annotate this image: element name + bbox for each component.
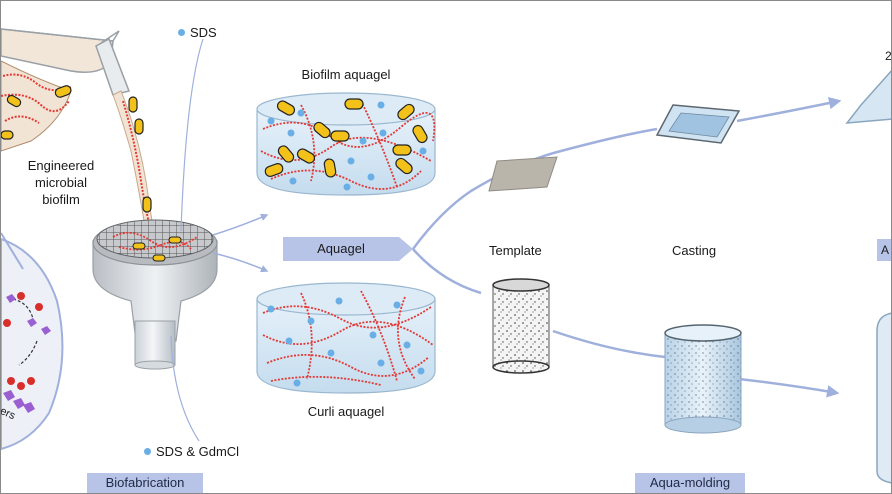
right-edge-tag-label: A (881, 243, 890, 257)
right-edge-top-label: 2 (885, 49, 892, 63)
sds-gdmcl-dot-icon (144, 448, 151, 455)
sds-dot-icon (178, 29, 185, 36)
right-edge-sheet (845, 70, 891, 124)
arrow-to-curli-aquagel (212, 252, 269, 273)
microbial-word: microbial (34, 175, 87, 190)
arrow-lower-right (738, 377, 840, 398)
filter-funnel (92, 219, 218, 370)
right-edge-tag-shape (877, 239, 891, 261)
cast-cylinder (664, 324, 742, 434)
template-label: Template (489, 243, 542, 258)
right-edge-cylinder (876, 312, 891, 484)
sds-leader-line (180, 38, 204, 232)
sds-gdmcl-text: SDS & GdmCl (156, 444, 240, 459)
aqua-molding-tag: Aqua-molding (635, 473, 745, 493)
cast-gel-sheet (655, 104, 741, 144)
casting-label: Casting (672, 243, 717, 258)
sds-gdmcl-label: SDS & GdmCl (144, 444, 239, 459)
engineered-biofilm-label: Engineered microbial biofilm (13, 157, 109, 208)
aquagel-arrow-label: Aquagel (317, 241, 365, 256)
inset-magnifier (1, 232, 64, 451)
flow-to-casting-sheet (560, 127, 658, 153)
pour-stream (112, 90, 154, 228)
template-sheet (488, 156, 558, 192)
sds-text: SDS (190, 25, 217, 40)
flow-to-cast-cylinder (552, 329, 666, 359)
biofilm-word: biofilm (42, 192, 80, 207)
biofabrication-tag: Biofabrication (87, 473, 203, 493)
curli-aquagel-title: Curli aquagel (307, 404, 385, 419)
arrow-upper-right (736, 96, 842, 123)
arrow-to-biofilm-aquagel (212, 213, 269, 236)
curli-aquagel-disc (256, 282, 436, 394)
branch-lower (412, 248, 482, 295)
sds-gdmcl-leader-line (170, 335, 200, 442)
biofilm-aquagel-title: Biofilm aquagel (301, 67, 391, 82)
flask (1, 28, 131, 152)
sds-label: SDS (178, 25, 217, 40)
aquagel-arrow-shape (283, 237, 413, 261)
biofilm-aquagel-disc (256, 92, 436, 196)
engineered-word: Engineered (27, 158, 95, 173)
template-cylinder (492, 278, 550, 374)
